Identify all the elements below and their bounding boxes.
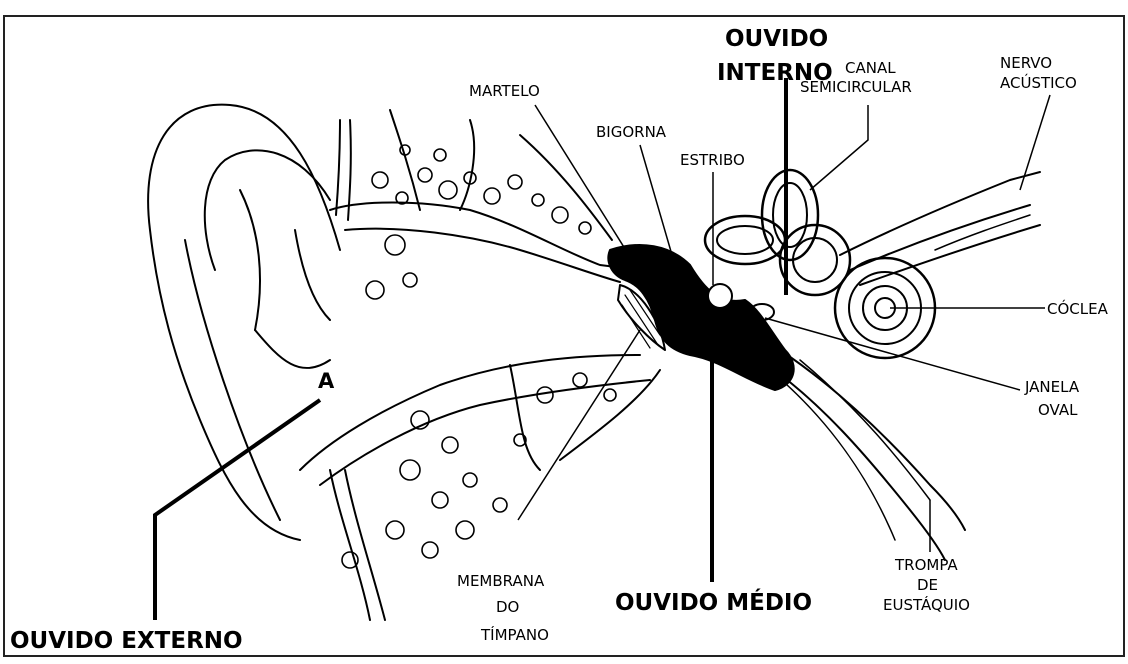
- label-canal-semicircular-line1: CANAL: [845, 59, 896, 77]
- ear-canal-upper: [330, 203, 640, 271]
- leader-nervo-acustico: [1020, 95, 1050, 190]
- bone-texture-upper: [366, 145, 591, 299]
- label-membrana-line3: TÍMPANO: [480, 625, 549, 644]
- ear-canal-lower: [300, 355, 640, 470]
- label-bigorna: BIGORNA: [596, 123, 667, 141]
- leader-canal-semicircular: [810, 105, 868, 190]
- label-membrana-line2: DO: [496, 598, 519, 616]
- label-estribo: ESTRIBO: [680, 151, 745, 169]
- label-nervo-acustico-line2: ACÚSTICO: [1000, 73, 1077, 92]
- label-ouvido-medio: OUVIDO MÉDIO: [615, 588, 812, 616]
- label-ouvido-externo: OUVIDO EXTERNO: [10, 628, 243, 654]
- label-trompa-line3: EUSTÁQUIO: [883, 595, 970, 614]
- label-membrana-line1: MEMBRANA: [457, 572, 545, 590]
- label-coclea: CÓCLEA: [1047, 299, 1109, 318]
- label-janela-oval-line1: JANELA: [1024, 378, 1080, 396]
- leader-bigorna: [640, 145, 672, 255]
- labels: OUVIDO INTERNO MARTELO BIGORNA ESTRIBO C…: [10, 26, 1109, 654]
- leader-membrana: [518, 330, 640, 520]
- bone-texture-lower: [342, 373, 616, 568]
- leader-ouvido-externo: [155, 400, 320, 620]
- label-janela-oval-line2: OVAL: [1038, 401, 1078, 419]
- label-martelo: MARTELO: [469, 82, 540, 100]
- label-trompa-line2: DE: [917, 576, 938, 594]
- pinna-outline: [148, 105, 340, 540]
- acoustic-nerve: [840, 172, 1040, 255]
- label-nervo-acustico-line1: NERVO: [1000, 54, 1052, 72]
- label-canal-semicircular-line2: SEMICIRCULAR: [800, 78, 912, 96]
- pinna-inner: [205, 150, 330, 270]
- ear-drawing: [148, 105, 1040, 620]
- label-trompa-line1: TROMPA: [894, 556, 958, 574]
- label-a: A: [318, 369, 335, 393]
- label-ouvido-interno-line1: OUVIDO: [725, 26, 828, 52]
